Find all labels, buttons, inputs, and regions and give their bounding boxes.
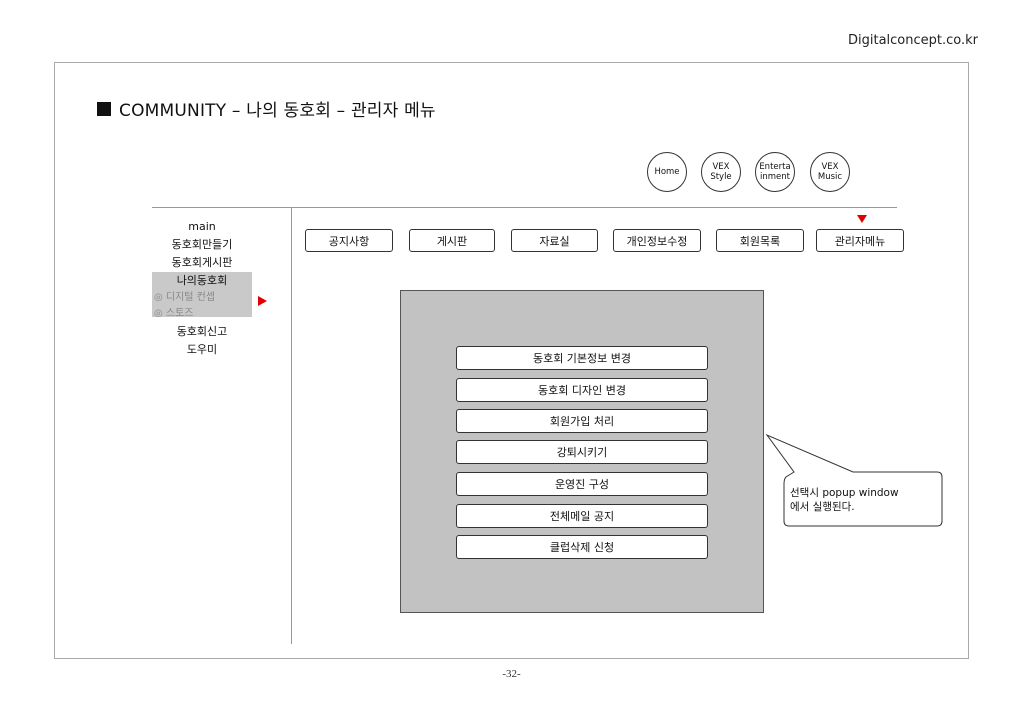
tab-archive[interactable]: 자료실 <box>511 229 598 252</box>
tab-notice[interactable]: 공지사항 <box>305 229 393 252</box>
circle-nav-label: Style <box>710 172 732 182</box>
callout-text: 선택시 popup window 에서 실행된다. <box>790 486 899 514</box>
content-frame <box>54 62 969 659</box>
circle-nav-label: Home <box>654 167 680 177</box>
sidebar-item-create-club[interactable]: 동호회만들기 <box>171 238 233 251</box>
active-tab-marker-icon <box>857 215 867 223</box>
circle-nav-label: inment <box>760 172 790 182</box>
admin-button-staff[interactable]: 운영진 구성 <box>456 472 708 496</box>
sidebar-subitem-digital-concept[interactable]: ◎ 디지털 컨셉 <box>152 290 252 306</box>
admin-button-basic-info[interactable]: 동호회 기본정보 변경 <box>456 346 708 370</box>
page-title-text: COMMUNITY – 나의 동호회 – 관리자 메뉴 <box>119 101 436 121</box>
admin-button-mass-mail[interactable]: 전체메일 공지 <box>456 504 708 528</box>
sidebar-item-club-report[interactable]: 동호회신고 <box>176 325 228 338</box>
square-bullet-icon <box>97 101 111 116</box>
header-divider <box>152 207 897 208</box>
page-title: COMMUNITY – 나의 동호회 – 관리자 메뉴 <box>97 96 436 121</box>
sidebar: main 동호회만들기 동호회게시판 나의동호회 ◎ 디지털 컨셉 ◎ 스토즈 … <box>152 218 252 359</box>
admin-button-delete-club[interactable]: 클럽삭제 신청 <box>456 535 708 559</box>
admin-button-kick-member[interactable]: 강퇴시키기 <box>456 440 708 464</box>
admin-button-design[interactable]: 동호회 디자인 변경 <box>456 378 708 402</box>
circle-nav-label: VEX <box>821 162 839 172</box>
tab-edit-profile[interactable]: 개인정보수정 <box>613 229 701 252</box>
sidebar-divider <box>291 207 292 644</box>
circle-nav-label: Music <box>817 172 843 182</box>
sidebar-item-main[interactable]: main <box>188 220 216 233</box>
tab-board[interactable]: 게시판 <box>409 229 495 252</box>
callout-line: 선택시 popup window <box>790 487 899 499</box>
callout-line: 에서 실행된다. <box>790 501 855 513</box>
tab-member-list[interactable]: 회원목록 <box>716 229 804 252</box>
tab-admin-menu[interactable]: 관리자메뉴 <box>816 229 904 252</box>
circle-nav-home[interactable]: Home <box>647 152 687 192</box>
sidebar-pointer-icon <box>258 296 267 306</box>
callout-bubble <box>765 433 943 527</box>
circle-nav-label: Enterta <box>759 162 791 172</box>
page-number: -32- <box>502 668 521 680</box>
brand-label: Digitalconcept.co.kr <box>847 33 978 48</box>
sidebar-item-my-club[interactable]: 나의동호회 <box>152 272 252 290</box>
admin-button-approve-members[interactable]: 회원가입 처리 <box>456 409 708 433</box>
sidebar-item-club-board[interactable]: 동호회게시판 <box>171 256 233 269</box>
sidebar-subitem-stoz[interactable]: ◎ 스토즈 <box>152 306 252 317</box>
sidebar-item-help[interactable]: 도우미 <box>186 343 218 356</box>
circle-nav-label: VEX <box>712 162 730 172</box>
